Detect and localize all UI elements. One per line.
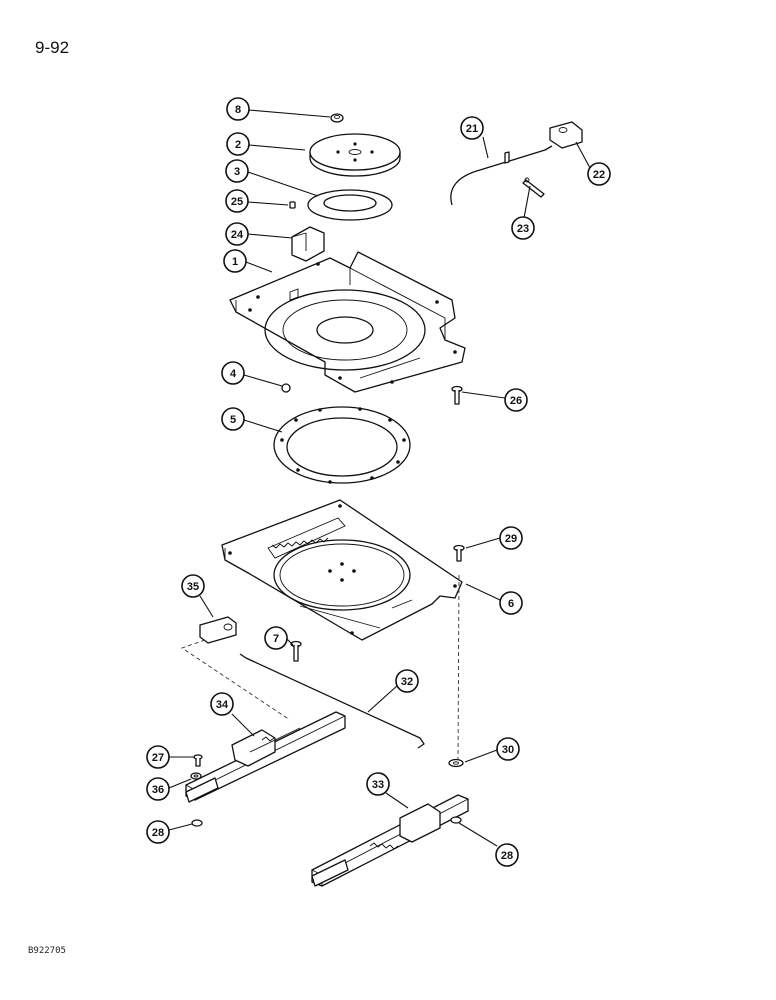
callout-1: 1 [223, 249, 247, 273]
callout-28-right: 28 [495, 843, 519, 867]
callout-26: 26 [504, 388, 528, 412]
part-34-left-slide-rail [185, 711, 346, 803]
callout-21: 21 [460, 116, 484, 140]
part-28-nut-right [450, 816, 462, 824]
part-22-handle [549, 121, 583, 149]
callout-label: 21 [466, 123, 478, 135]
callout-27: 27 [146, 745, 170, 769]
callout-label: 22 [593, 169, 605, 181]
callout-23: 23 [511, 216, 535, 240]
callout-label: 23 [517, 223, 529, 235]
callout-label: 28 [501, 850, 513, 862]
part-26-bolt [451, 385, 463, 405]
callout-24: 24 [225, 222, 249, 246]
part-8-nut [330, 113, 344, 123]
callout-label: 33 [372, 779, 384, 791]
callout-label: 8 [235, 104, 241, 116]
page-number: 9-92 [35, 38, 70, 57]
callout-label: 2 [235, 139, 241, 151]
callout-34: 34 [210, 692, 234, 716]
callout-33: 33 [366, 772, 390, 796]
callout-label: 34 [216, 699, 229, 711]
figure-code: B922705 [28, 946, 66, 956]
callout-25: 25 [225, 189, 249, 213]
part-29-bolt [453, 544, 465, 562]
part-27-screw [193, 754, 203, 767]
callout-28-left: 28 [146, 820, 170, 844]
callout-label: 26 [510, 395, 522, 407]
callout-label: 6 [508, 598, 514, 610]
callout-label: 32 [401, 676, 413, 688]
callout-2: 2 [226, 132, 250, 156]
part-2-swivel-plate [309, 133, 401, 177]
callout-35: 35 [181, 574, 205, 598]
part-24-bracket [291, 226, 325, 262]
callout-3: 3 [225, 159, 249, 183]
callout-label: 27 [152, 752, 164, 764]
part-35-cam [199, 616, 237, 644]
part-30-washer [448, 758, 464, 768]
callout-36: 36 [146, 777, 170, 801]
part-33-right-slide-rail [311, 794, 469, 887]
part-28-nut-left [191, 819, 203, 827]
part-1-upper-plate [229, 251, 466, 393]
callout-label: 35 [187, 581, 199, 593]
callout-label: 24 [231, 229, 244, 241]
callout-label: 25 [231, 196, 243, 208]
callout-label: 36 [152, 784, 164, 796]
callout-22: 22 [587, 162, 611, 186]
part-5-outer-ring [273, 406, 411, 484]
part-3-bearing-ring [307, 189, 393, 221]
alignment-line-left [180, 639, 291, 721]
part-36-washer [190, 772, 202, 780]
part-6-lower-plate [221, 499, 463, 641]
callout-label: 28 [152, 827, 164, 839]
part-23-clip [522, 177, 545, 198]
callout-label: 5 [230, 414, 236, 426]
callout-label: 4 [230, 368, 237, 380]
callout-4: 4 [221, 361, 245, 385]
callout-5: 5 [221, 407, 245, 431]
callout-label: 7 [273, 633, 279, 645]
part-21-lever-rod [450, 145, 553, 206]
alignment-line-right [457, 574, 460, 761]
callout-30: 30 [496, 737, 520, 761]
callout-8: 8 [226, 97, 250, 121]
callout-7: 7 [264, 626, 288, 650]
part-4-ball [281, 383, 291, 393]
part-32-connecting-rod [239, 653, 425, 749]
callout-32: 32 [395, 669, 419, 693]
part-25-screw [289, 201, 296, 209]
part-7-bolt [290, 640, 302, 662]
callout-label: 29 [505, 533, 517, 545]
leader-lines [168, 109, 591, 847]
callout-label: 1 [232, 256, 238, 268]
callout-29: 29 [499, 526, 523, 550]
callout-6: 6 [499, 591, 523, 615]
callout-label: 30 [502, 744, 514, 756]
callout-label: 3 [234, 166, 240, 178]
